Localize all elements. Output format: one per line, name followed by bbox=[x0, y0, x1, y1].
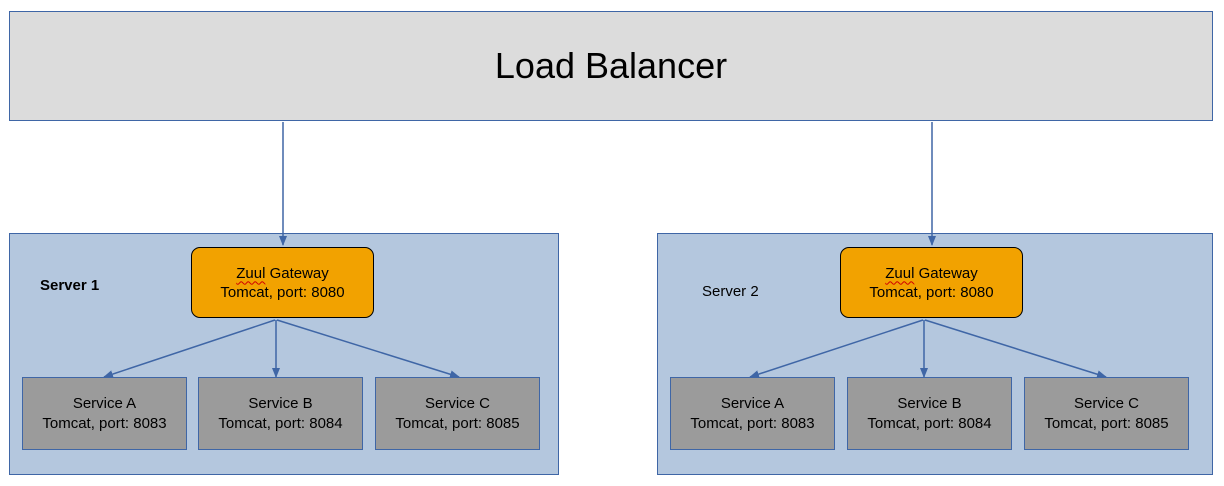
gateway-detail: Tomcat, port: 8080 bbox=[869, 283, 994, 301]
server-2-label: Server 2 bbox=[702, 283, 759, 300]
server-2-gateway: Zuul Gateway Tomcat, port: 8080 bbox=[840, 247, 1023, 318]
gateway-name-rest: Gateway bbox=[265, 264, 329, 282]
edge-gw2-to-service-c bbox=[924, 319, 1107, 379]
edge-gw1-to-service-c bbox=[276, 319, 460, 379]
server-1-label: Server 1 bbox=[40, 277, 100, 294]
gateway-detail: Tomcat, port: 8080 bbox=[220, 283, 345, 301]
service-name: Service A bbox=[720, 394, 785, 412]
gateway-name-underlined: Zuul bbox=[885, 264, 915, 282]
gateway-name-underlined: Zuul bbox=[236, 264, 266, 282]
service-detail: Tomcat, port: 8083 bbox=[42, 414, 167, 432]
service-detail: Tomcat, port: 8085 bbox=[395, 414, 520, 432]
edge-gw2-to-service-a bbox=[749, 319, 924, 378]
service-name: Service C bbox=[424, 394, 491, 412]
server-1-service-c: Service C Tomcat, port: 8085 bbox=[375, 377, 540, 450]
server-2-box: Server 2 Zuul Gateway Tomcat, port: 8080… bbox=[657, 233, 1213, 475]
gateway-name: Zuul Gateway bbox=[885, 264, 978, 283]
server-1-service-b: Service B Tomcat, port: 8084 bbox=[198, 377, 363, 450]
gateway-name-rest: Gateway bbox=[914, 264, 978, 282]
service-name: Service A bbox=[72, 394, 137, 412]
gateway-name: Zuul Gateway bbox=[236, 264, 329, 283]
load-balancer-box: Load Balancer bbox=[9, 11, 1213, 121]
service-name: Service B bbox=[897, 394, 962, 412]
service-name: Service C bbox=[1073, 394, 1140, 412]
service-detail: Tomcat, port: 8085 bbox=[1044, 414, 1169, 432]
load-balancer-title: Load Balancer bbox=[494, 45, 728, 86]
server-2-service-c: Service C Tomcat, port: 8085 bbox=[1024, 377, 1189, 450]
service-name: Service B bbox=[248, 394, 313, 412]
server-1-service-a: Service A Tomcat, port: 8083 bbox=[22, 377, 187, 450]
server-2-service-b: Service B Tomcat, port: 8084 bbox=[847, 377, 1012, 450]
server-1-box: Server 1 Zuul Gateway Tomcat, port: 8080… bbox=[9, 233, 559, 475]
edge-gw1-to-service-a bbox=[103, 319, 276, 378]
service-detail: Tomcat, port: 8083 bbox=[690, 414, 815, 432]
service-detail: Tomcat, port: 8084 bbox=[867, 414, 992, 432]
service-detail: Tomcat, port: 8084 bbox=[218, 414, 343, 432]
server-1-gateway: Zuul Gateway Tomcat, port: 8080 bbox=[191, 247, 374, 318]
